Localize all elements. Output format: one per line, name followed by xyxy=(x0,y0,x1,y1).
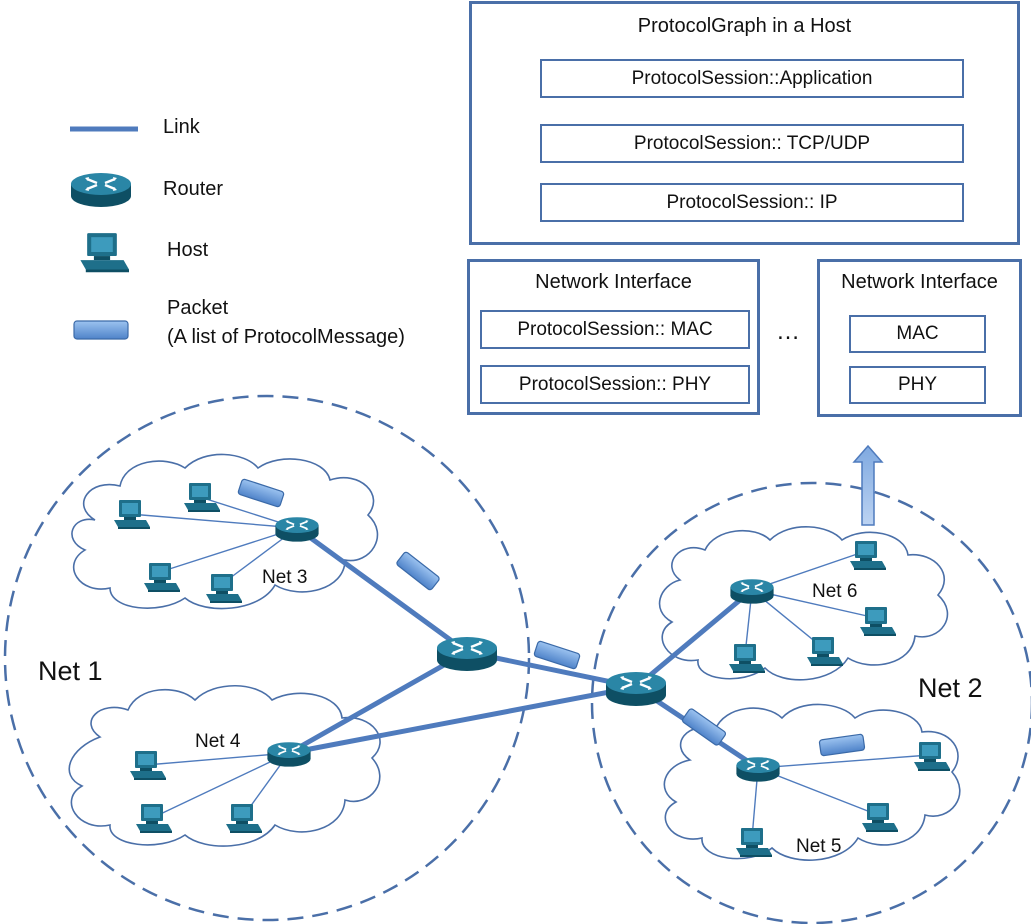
net1-boundary xyxy=(3,394,531,922)
net5-label: Net 5 xyxy=(796,836,842,857)
legend-packet-sublabel: (A list of ProtocolMessage) xyxy=(167,326,405,348)
network-interface-title: Network Interface xyxy=(841,271,998,293)
router-core-2 xyxy=(604,670,668,708)
router-core-1 xyxy=(435,635,499,673)
legend-host-icon xyxy=(80,233,129,273)
net3-cloud xyxy=(71,453,379,610)
session-application: ProtocolSession::Application xyxy=(540,59,964,98)
net2-boundary xyxy=(590,481,1031,924)
net4-cloud xyxy=(68,684,381,847)
session-ip: ProtocolSession:: IP xyxy=(540,183,964,222)
session-phy: ProtocolSession:: PHY xyxy=(480,365,750,404)
legend-link-label: Link xyxy=(163,116,200,138)
packet-link-a xyxy=(396,551,440,591)
net2-label: Net 2 xyxy=(918,673,983,703)
net4-label: Net 4 xyxy=(195,731,241,752)
session-mac: ProtocolSession:: MAC xyxy=(480,310,750,349)
net3-label: Net 3 xyxy=(262,567,308,588)
legend-packet-icon xyxy=(73,320,129,340)
legend-router-icon xyxy=(69,171,133,209)
network-interface-box-2: Network Interface MAC PHY xyxy=(817,259,1022,417)
network-interface-title: Network Interface xyxy=(535,271,692,293)
net1-label: Net 1 xyxy=(38,656,103,686)
packet-net3 xyxy=(237,478,285,508)
up-arrow-icon xyxy=(852,444,884,526)
packet-link-c xyxy=(681,708,727,746)
legend-host-label: Host xyxy=(167,239,209,261)
net6-label: Net 6 xyxy=(812,581,858,602)
router-net5 xyxy=(735,756,781,783)
router-net6 xyxy=(729,578,775,605)
net5-cloud xyxy=(663,703,961,861)
ellipsis: … xyxy=(776,318,800,345)
session-transport: ProtocolSession:: TCP/UDP xyxy=(540,124,964,163)
packet-link-b xyxy=(533,640,581,670)
legend-packet-label: Packet xyxy=(167,297,229,319)
network-interface-box-1: Network Interface ProtocolSession:: MAC … xyxy=(467,259,760,415)
router-net4 xyxy=(266,741,312,768)
layer-mac: MAC xyxy=(849,315,986,353)
protocol-graph-title: ProtocolGraph in a Host xyxy=(637,15,852,37)
layer-phy: PHY xyxy=(849,366,986,404)
backbone-links xyxy=(286,525,761,771)
packet-net5 xyxy=(818,733,866,757)
protocol-graph-box: ProtocolGraph in a Host ProtocolSession:… xyxy=(469,1,1020,245)
net6-cloud xyxy=(658,526,949,681)
legend-router-label: Router xyxy=(163,178,224,200)
router-net3 xyxy=(274,516,320,543)
